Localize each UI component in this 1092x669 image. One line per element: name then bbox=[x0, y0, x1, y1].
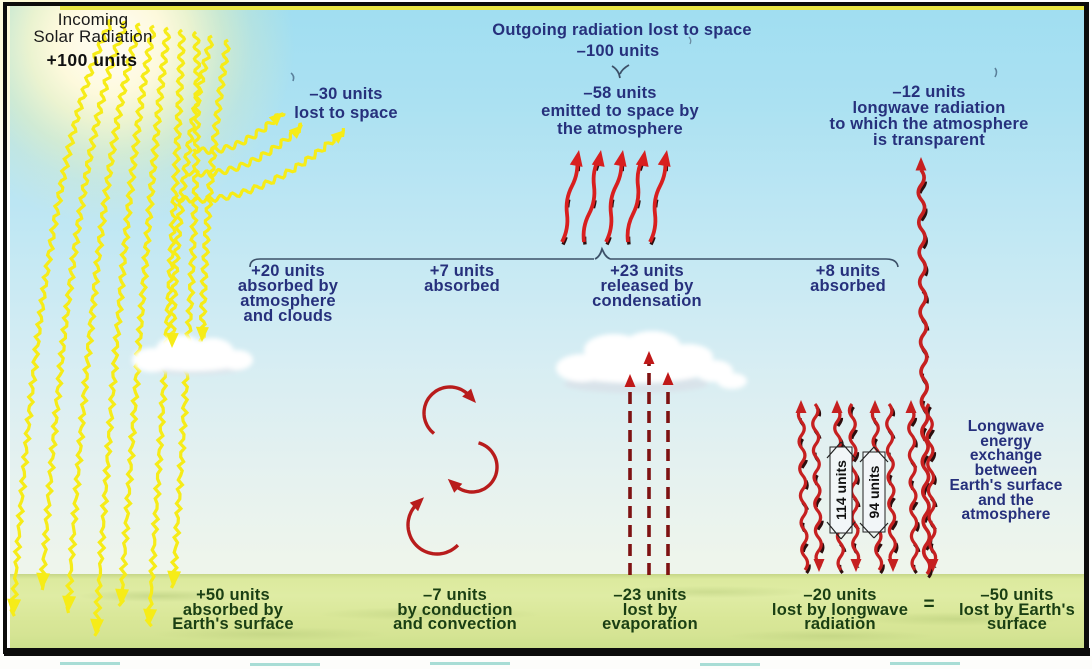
svg-text:114 units: 114 units bbox=[833, 460, 849, 520]
svg-text:94 units: 94 units bbox=[866, 465, 882, 518]
